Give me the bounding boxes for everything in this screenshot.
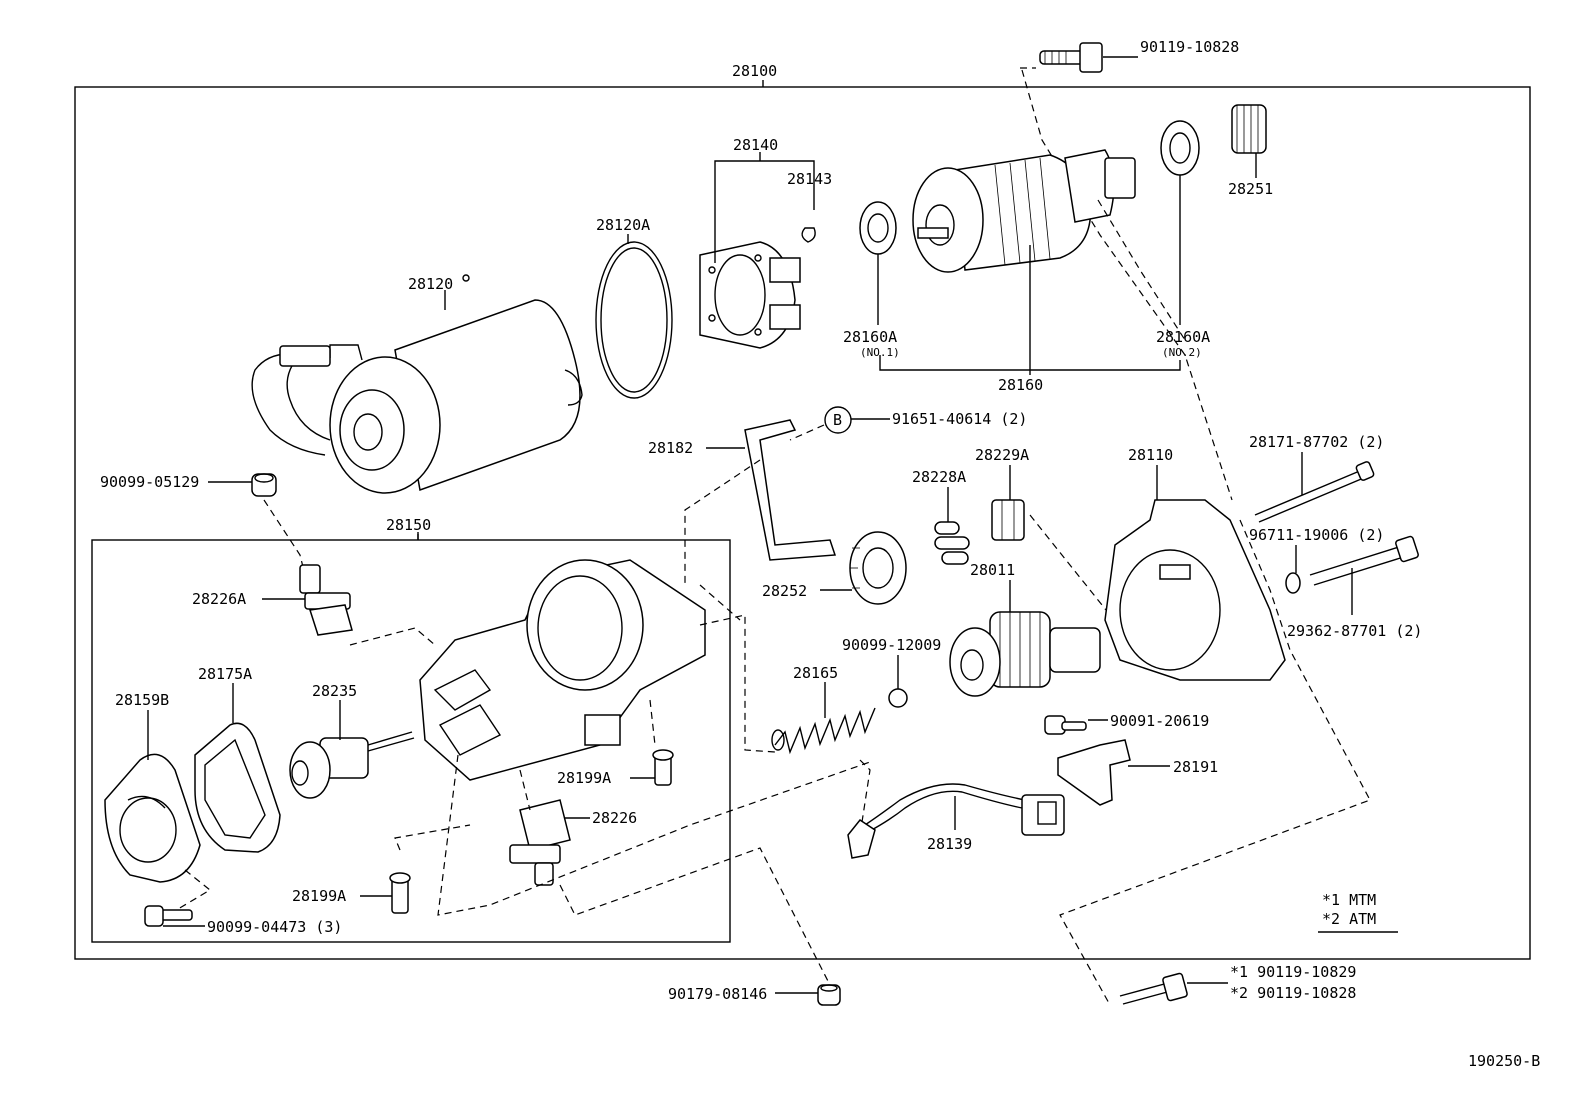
gear-28251 [1231, 104, 1267, 154]
gasket-28175A [194, 722, 281, 853]
clutch-28011 [949, 611, 1101, 697]
label-bolt-90119-10829: *1 90119-10829 [1230, 963, 1356, 981]
spring-28165 [771, 707, 876, 755]
label-28120: 28120 [408, 275, 453, 293]
label-28226A: 28226A [192, 590, 246, 608]
insulator-28199A-b [389, 872, 411, 914]
spring-28143 [801, 227, 816, 243]
label-28139: 28139 [927, 835, 972, 853]
label-28252: 28252 [762, 582, 807, 600]
bracket-28182 [744, 419, 837, 561]
label-28171-87702: 28171-87702 (2) [1249, 433, 1384, 451]
label-28175A: 28175A [198, 665, 252, 683]
legend-mtm: *1 MTM [1322, 891, 1376, 909]
lead-wire-28139 [847, 783, 1065, 859]
nut-90179-08146 [817, 984, 841, 1006]
assembly-28100-frame [74, 86, 1531, 960]
screw-90099-04473 [144, 905, 193, 927]
ball-90099-12009 [888, 688, 908, 708]
label-28120A: 28120A [596, 216, 650, 234]
rollers-28228A [934, 521, 970, 565]
label-96711-19006: 96711-19006 (2) [1249, 526, 1384, 544]
label-28191: 28191 [1173, 758, 1218, 776]
label-28251: 28251 [1228, 180, 1273, 198]
terminal-28226 [509, 799, 571, 886]
field-frame-28120 [251, 274, 583, 494]
assembly-28150-frame [91, 539, 731, 943]
label-bolt-90119-10828-bottom: *2 90119-10828 [1230, 984, 1356, 1002]
callout-b-letter: B [833, 411, 842, 429]
label-28160A-no1-sub: (NO.1) [860, 346, 900, 359]
label-28160A-no2-sub: (NO.2) [1162, 346, 1202, 359]
label-28160A-no1: 28160A [843, 328, 897, 346]
label-28228A: 28228A [912, 468, 966, 486]
label-28182: 28182 [648, 439, 693, 457]
bearing-28160A-no2 [1160, 120, 1200, 176]
screw-90091-20619 [1044, 715, 1087, 735]
label-28165: 28165 [793, 664, 838, 682]
label-90099-05129: 90099-05129 [100, 473, 199, 491]
solenoid-housing-28150 [419, 559, 706, 781]
label-28160: 28160 [998, 376, 1043, 394]
label-28226: 28226 [592, 809, 637, 827]
label-28011: 28011 [970, 561, 1015, 579]
insulator-28199A-a [652, 749, 674, 786]
label-28100: 28100 [732, 62, 777, 80]
bolt-29362-87701 [1309, 535, 1419, 586]
gear-28252 [849, 531, 907, 605]
label-90179-08146: 90179-08146 [668, 985, 767, 1003]
o-ring-28120A [595, 241, 673, 399]
callout-b-circle [824, 406, 852, 434]
label-28235: 28235 [312, 682, 357, 700]
bolt-90119-10828-top [1039, 42, 1103, 73]
label-28159B: 28159B [115, 691, 169, 709]
label-91651-40614: 91651-40614 (2) [892, 410, 1027, 428]
armature-28160 [912, 149, 1136, 273]
legend-atm: *2 ATM [1322, 910, 1376, 928]
nut-90099-05129 [251, 473, 277, 497]
washer-96711-19006 [1285, 572, 1301, 594]
label-90119-10828-top: 90119-10828 [1140, 38, 1239, 56]
label-28160A-no2: 28160A [1156, 328, 1210, 346]
bolt-28171-87702 [1254, 461, 1375, 523]
bolt-90119-10829 [1119, 972, 1188, 1005]
brush-holder-28140 [699, 241, 801, 349]
label-90099-12009: 90099-12009 [842, 636, 941, 654]
label-90091-20619: 90091-20619 [1110, 712, 1209, 730]
bracket-28191 [1057, 739, 1131, 806]
label-28229A: 28229A [975, 446, 1029, 464]
label-29362-87701: 29362-87701 (2) [1287, 622, 1422, 640]
label-28110: 28110 [1128, 446, 1173, 464]
label-90099-04473: 90099-04473 (3) [207, 918, 342, 936]
bearing-28160A-no1 [859, 201, 897, 255]
label-28199A-a: 28199A [557, 769, 611, 787]
retainer-28229A [991, 499, 1025, 541]
terminal-28226A [299, 564, 353, 636]
housing-28110 [1104, 499, 1286, 681]
label-28150: 28150 [386, 516, 431, 534]
figure-id: 190250-B [1468, 1052, 1540, 1070]
label-28199A-b: 28199A [292, 887, 346, 905]
plunger-28235 [289, 731, 415, 799]
label-28143: 28143 [787, 170, 832, 188]
label-28140: 28140 [733, 136, 778, 154]
cover-28159B [104, 753, 201, 883]
